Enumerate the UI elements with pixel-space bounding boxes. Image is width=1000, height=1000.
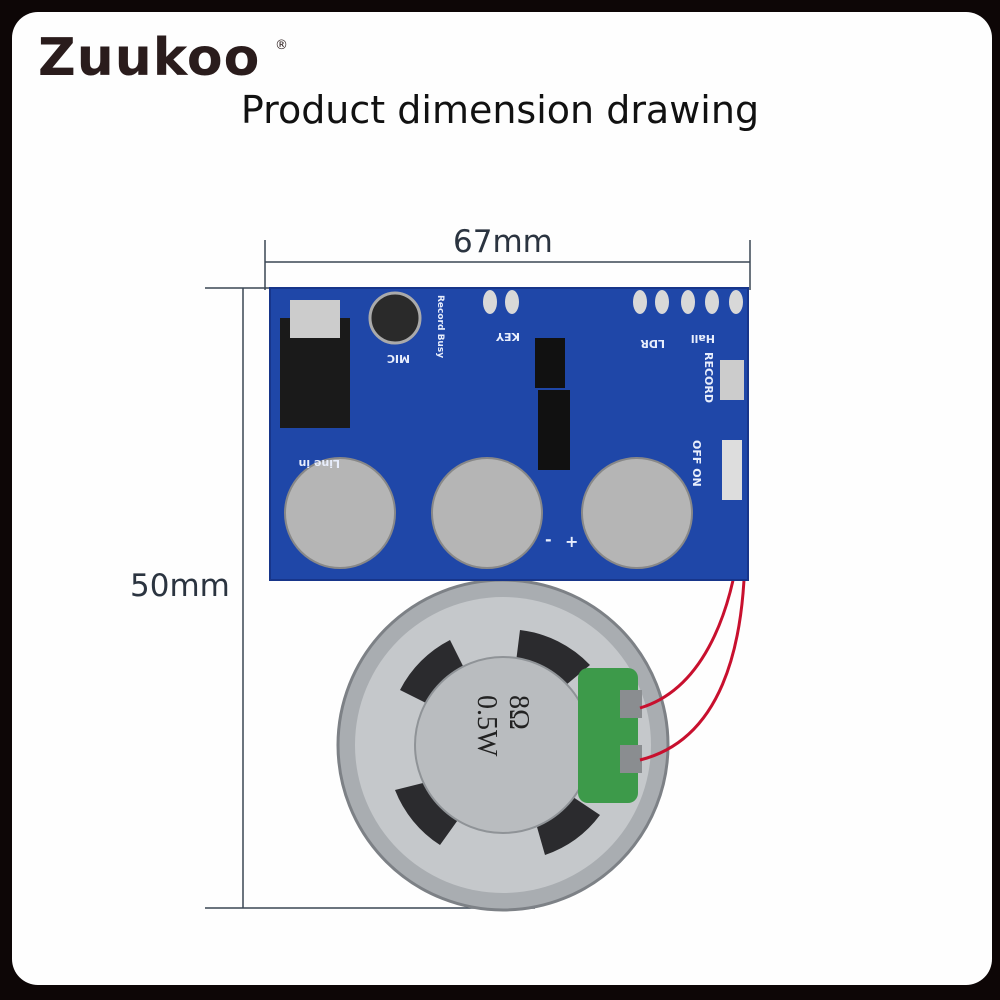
brand-logo: Zuukoo: [38, 28, 261, 88]
pcb-label-hall: Hall: [691, 332, 715, 345]
height-dimension-label: 50mm: [130, 568, 230, 604]
power-switch: [722, 440, 742, 500]
pcb-label-off-on: OFF ON: [690, 440, 703, 487]
record-button: [720, 360, 744, 400]
ic-chip-small: [535, 338, 565, 388]
pcb-label-record: RECORD: [702, 352, 715, 403]
page-title: Product dimension drawing: [240, 88, 760, 132]
pcb-label-line-in: Line in: [298, 457, 340, 470]
registered-mark: ®: [275, 38, 288, 53]
speaker-wire-2: [639, 544, 747, 762]
pcb-label-mic: MIC: [387, 352, 410, 365]
pcb-label-record-busy: Record Busy: [435, 295, 445, 358]
coin-battery-holders: [284, 457, 693, 569]
pcb-label-plus: +: [565, 532, 578, 551]
speaker-power-label: 0.5W: [471, 695, 502, 757]
microphone: [368, 291, 422, 345]
pcb-label-key: KEY: [495, 330, 520, 343]
speaker-impedance-label: 8Ω: [503, 695, 534, 730]
pcb-label-minus: -: [545, 530, 552, 549]
pcb-board: MIC Line in RECORD KEY Record Busy LDR H…: [269, 287, 749, 581]
ic-chip-main: [538, 390, 570, 470]
speaker: 8Ω 0.5W: [336, 578, 670, 912]
pcb-label-ldr: LDR: [640, 337, 665, 350]
width-dimension-label: 67mm: [453, 224, 553, 260]
speaker-terminal-board: [578, 668, 638, 803]
